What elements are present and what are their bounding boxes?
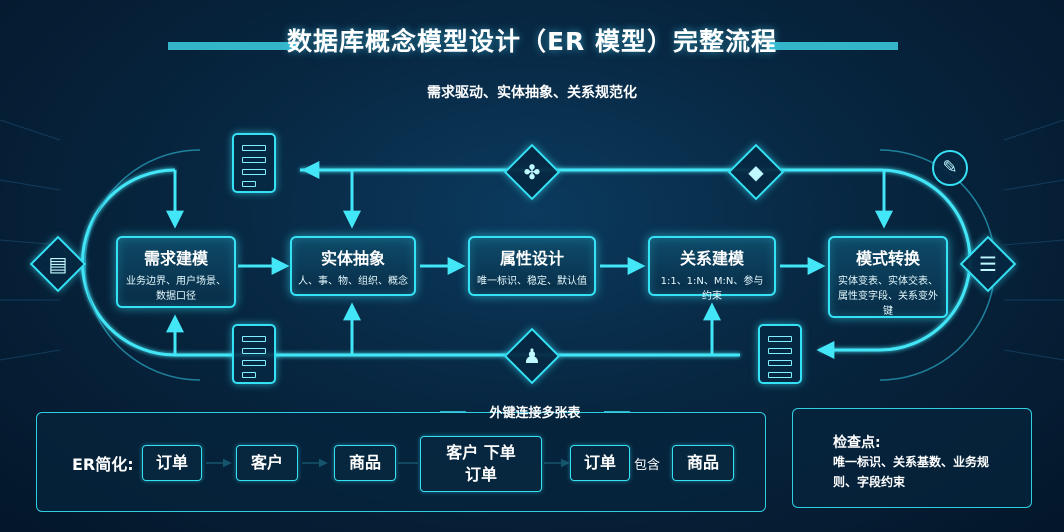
er-chip-order-2: 订单 bbox=[570, 445, 630, 481]
stage-desc: 人、事、物、组织、概念 bbox=[298, 276, 408, 287]
page-title: 数据库概念模型设计（ER 模型）完整流程 bbox=[286, 27, 778, 56]
checkpoints-title: 检查点: bbox=[833, 435, 881, 451]
stage-requirements: 需求建模 业务边界、用户场景、数据口径 bbox=[116, 236, 236, 308]
document-list-icon bbox=[232, 324, 276, 384]
server-icon bbox=[758, 324, 802, 384]
page-subtitle: 需求驱动、实体抽象、关系规范化 bbox=[427, 85, 637, 101]
nodes-icon: ✤ bbox=[523, 160, 541, 184]
er-chip-order: 订单 bbox=[142, 445, 202, 481]
checkpoints-text: 唯一标识、关系基数、业务规则、字段约束 bbox=[833, 455, 990, 489]
stage-title: 实体抽象 bbox=[320, 249, 385, 268]
paint-tool-icon: ◆ bbox=[748, 160, 764, 184]
contain-label: 包含 bbox=[634, 458, 661, 473]
stage-desc: 唯一标识、稳定、默认值 bbox=[477, 276, 587, 287]
stage-desc: 1:1、1:N、M:N、参与约束 bbox=[660, 276, 764, 302]
stage-transform: 模式转换 实体变表、实体交表、属性变字段、关系变外键 bbox=[828, 236, 948, 318]
stage-title: 关系建模 bbox=[679, 249, 744, 268]
checkpoints-panel bbox=[792, 408, 1032, 508]
edit-icon: ✎ bbox=[932, 150, 968, 186]
er-label: ER简化: bbox=[72, 455, 134, 474]
stage-relationship: 关系建模 1:1、1:N、M:N、参与约束 bbox=[648, 236, 776, 302]
foreign-key-label: 外键连接多张表 bbox=[489, 406, 581, 421]
stage-title: 需求建模 bbox=[143, 249, 208, 268]
er-chip-customer-order: 客户 下单 订单 bbox=[420, 436, 542, 492]
stage-desc: 业务边界、用户场景、数据口径 bbox=[126, 276, 226, 302]
stage-desc: 实体变表、实体交表、属性变字段、关系变外键 bbox=[838, 276, 938, 317]
database-icon: ☰ bbox=[979, 252, 997, 276]
stage-title: 属性设计 bbox=[499, 249, 564, 268]
stage-title: 模式转换 bbox=[855, 249, 920, 268]
users-icon: ♟ bbox=[523, 344, 541, 368]
er-chip-product: 商品 bbox=[334, 445, 396, 481]
er-chip-product-2: 商品 bbox=[672, 445, 734, 481]
stage-entity: 实体抽象 人、事、物、组织、概念 bbox=[290, 236, 416, 296]
er-chip-customer: 客户 bbox=[236, 445, 298, 481]
document-icon: ▤ bbox=[48, 252, 68, 276]
stage-attribute: 属性设计 唯一标识、稳定、默认值 bbox=[468, 236, 596, 296]
document-list-icon bbox=[232, 133, 276, 193]
